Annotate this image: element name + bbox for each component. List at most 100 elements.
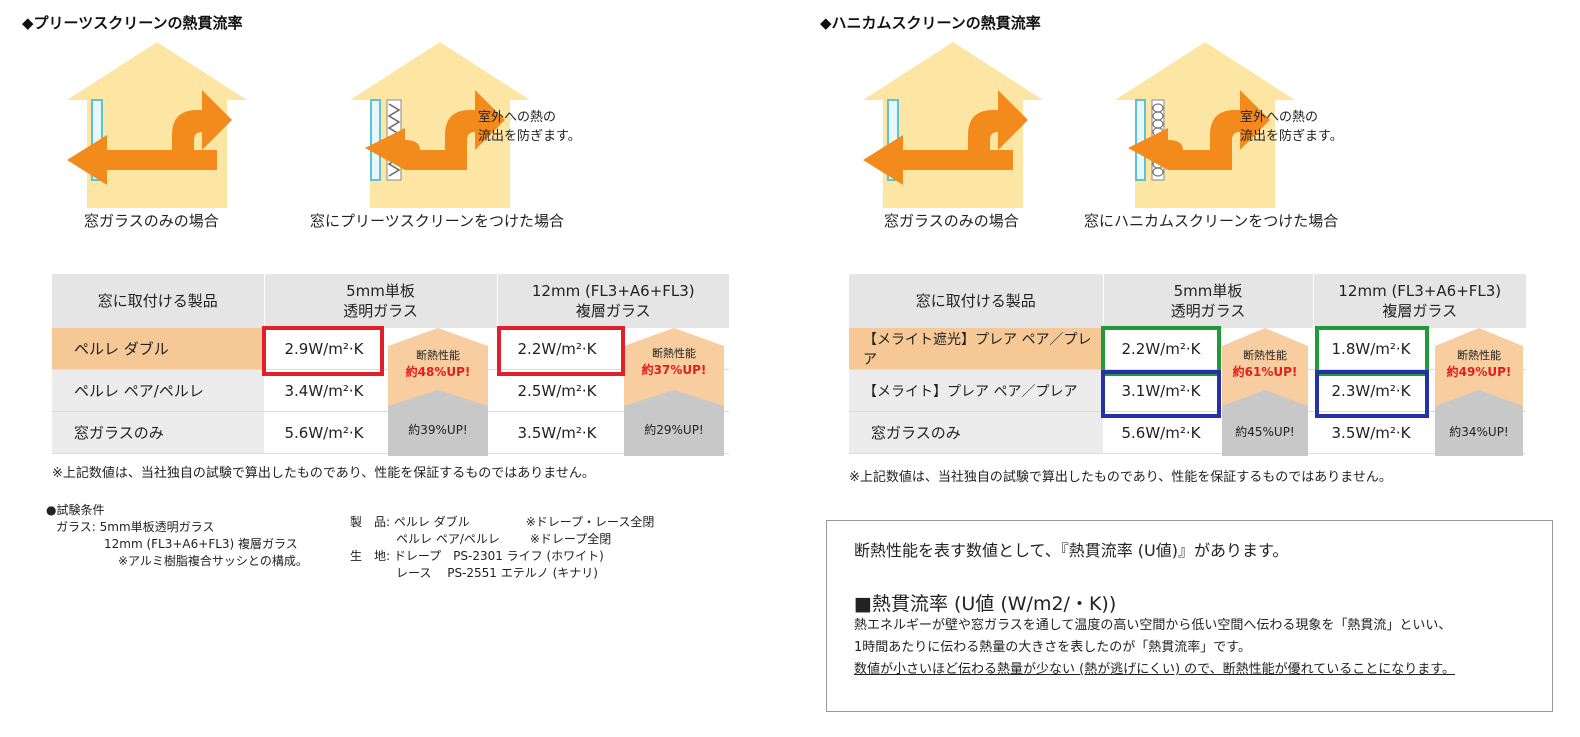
red-highlight-box xyxy=(497,326,625,376)
badge-percent: 約61%UP! xyxy=(1232,365,1298,379)
u-value-cell: 2.5W/m²·K xyxy=(497,369,618,412)
u-value-cell: 5.6W/m²·K xyxy=(1103,411,1219,454)
right-badge1-bottom: 約45%UP! xyxy=(1235,425,1295,439)
left-badge2-bottom: 約29%UP! xyxy=(644,423,704,437)
left-badge1-bottom: 約39%UP! xyxy=(408,423,468,437)
col-header-12mm: 12mm (FL3+A6+FL3) 複層ガラス xyxy=(496,274,730,328)
house-window-only-illustration xyxy=(67,42,247,208)
u-value-cell: 5.6W/m²·K xyxy=(264,411,384,454)
table-row: ペルレ ダブル 2.9W/m²·K 2.2W/m²·K xyxy=(52,328,730,370)
right-badge2-text: 断熱性能 約49%UP! xyxy=(1432,348,1526,380)
u-value-cell: 3.5W/m²·K xyxy=(497,411,618,454)
row-label: 【メライト】プレア ペア／プレア xyxy=(849,369,1103,412)
left-heat-note-line1: 室外への熱の xyxy=(478,110,557,125)
badge-label: 断熱性能 xyxy=(652,347,696,360)
left-caption-window-only: 窓ガラスのみの場合 xyxy=(84,212,219,230)
left-caption-pleated: 窓にプリーツスクリーンをつけた場合 xyxy=(310,212,564,230)
right-heat-note-line2: 流出を防ぎます。 xyxy=(1240,129,1343,144)
u-value-info-box: 断熱性能を表す数値として、『熱貫流率 (U値)』があります。 ■熱貫流率 (U値… xyxy=(826,520,1553,712)
row-label: ペルレ ペア/ペルレ xyxy=(52,369,264,412)
right-heat-note: 室外への熱の 流出を防ぎます。 xyxy=(1240,108,1343,146)
badge-label: 断熱性能 xyxy=(1243,349,1287,362)
col-header-12mm: 12mm (FL3+A6+FL3) 複層ガラス xyxy=(1312,274,1527,328)
house-honeycomb-screen-illustration xyxy=(1115,42,1295,208)
badge-label: 断熱性能 xyxy=(416,349,460,362)
info-body: 熱エネルギーが壁や窓ガラスを通して温度の高い空間から低い空間へ伝わる現象を「熱貫… xyxy=(854,615,1455,681)
u-value-cell: 2.2W/m²·K xyxy=(1103,328,1219,370)
col-header-12mm-l2: 複層ガラス xyxy=(575,302,651,320)
green-highlight-box xyxy=(1101,326,1221,376)
info-body-line3: 数値が小さいほど伝わる熱量が少ない (熱が逃げにくい) ので、断熱性能が優れてい… xyxy=(854,662,1455,677)
col-header-12mm-l1: 12mm (FL3+A6+FL3) xyxy=(531,282,695,300)
conditions-prod1: 製 品: ペルレ ダブル xyxy=(350,515,470,529)
col-header-product: 窓に取付ける製品 xyxy=(52,274,264,328)
conditions-glass1: ガラス: 5mm単板透明ガラス xyxy=(56,520,215,534)
left-badge1-shape xyxy=(388,328,488,456)
col-header-12mm-l2: 複層ガラス xyxy=(1382,302,1458,320)
right-disclaimer: ※上記数値は、当社独自の試験で算出したものであり、性能を保証するものではありませ… xyxy=(849,470,1392,485)
u-value-cell: 3.1W/m²·K xyxy=(1103,369,1219,412)
col-header-5mm: 5mm単板透明ガラス xyxy=(1102,274,1314,328)
col-header-12mm-l1: 12mm (FL3+A6+FL3) xyxy=(1338,282,1502,300)
u-value-cell: 3.4W/m²·K xyxy=(264,369,384,412)
left-badge2-text: 断熱性能 約37%UP! xyxy=(621,346,727,378)
col-header-5mm-l1: 5mm単板 xyxy=(1173,282,1243,300)
row-label: 窓ガラスのみ xyxy=(52,411,264,454)
left-u-value-table: 窓に取付ける製品 5mm単板透明ガラス 12mm (FL3+A6+FL3) 複層ガ… xyxy=(52,274,730,454)
col-header-product: 窓に取付ける製品 xyxy=(849,274,1103,328)
info-body-line2: 1時間あたりに伝わる熱量の大きさを表したのが「熱貫流率」です。 xyxy=(854,640,1251,655)
conditions-glass3: ※アルミ樹脂複合サッシとの構成。 xyxy=(118,554,308,568)
table-row: 窓ガラスのみ 5.6W/m²·K 3.5W/m²·K xyxy=(52,411,730,454)
conditions-heading: ●試験条件 xyxy=(46,503,105,517)
right-badge1-text: 断熱性能 約61%UP! xyxy=(1219,348,1311,380)
right-u-value-table: 窓に取付ける製品 5mm単板透明ガラス 12mm (FL3+A6+FL3) 複層ガ… xyxy=(849,274,1527,454)
badge-percent: 約48%UP! xyxy=(405,365,471,379)
conditions-glass2: 12mm (FL3+A6+FL3) 複層ガラス xyxy=(104,537,298,551)
test-conditions: ●試験条件 ガラス: 5mm単板透明ガラス 12mm (FL3+A6+FL3) … xyxy=(46,502,308,570)
right-section-title: ◆ハニカムスクリーンの熱貫流率 xyxy=(820,14,1041,32)
house-pleated-screen-illustration xyxy=(350,42,530,208)
badge-label: 断熱性能 xyxy=(1457,349,1501,362)
left-heat-note-line2: 流出を防ぎます。 xyxy=(478,129,581,144)
row-label: ペルレ ダブル xyxy=(52,328,264,370)
badge-percent: 約37%UP! xyxy=(641,363,707,377)
row-label: 窓ガラスのみ xyxy=(849,411,1103,454)
blue-highlight-box xyxy=(1315,370,1429,418)
col-header-5mm-l1: 5mm単板 xyxy=(346,282,415,300)
conditions-prod2: ペルレ ペア/ペルレ xyxy=(396,532,500,546)
left-disclaimer: ※上記数値は、当社独自の試験で算出したものであり、性能を保証するものではありませ… xyxy=(52,466,595,481)
left-heat-note: 室外への熱の 流出を防ぎます。 xyxy=(478,108,581,146)
house-window-only-illustration-right xyxy=(863,42,1043,208)
right-heat-note-line1: 室外への熱の xyxy=(1240,110,1319,125)
col-header-5mm-l2: 透明ガラス xyxy=(1170,302,1246,320)
right-caption-window-only: 窓ガラスのみの場合 xyxy=(884,212,1019,230)
col-header-5mm: 5mm単板透明ガラス xyxy=(263,274,498,328)
red-highlight-box xyxy=(262,326,384,376)
right-badge2-bottom: 約34%UP! xyxy=(1449,425,1509,439)
left-section-title: ◆プリーツスクリーンの熱貫流率 xyxy=(22,14,243,32)
blue-highlight-box xyxy=(1101,370,1221,418)
col-header-5mm-l2: 透明ガラス xyxy=(343,302,418,320)
test-conditions-products: 製 品: ペルレ ダブル ※ドレープ・レース全閉 ペルレ ペア/ペルレ ※ドレープ全… xyxy=(350,514,654,582)
left-badge2-shape xyxy=(624,328,724,456)
conditions-fabric2: レース PS-2551 エテルノ (キナリ) xyxy=(396,566,598,580)
green-highlight-box xyxy=(1315,326,1429,376)
conditions-prod2-note: ※ドレープ全閉 xyxy=(529,532,612,546)
info-intro: 断熱性能を表す数値として、『熱貫流率 (U値)』があります。 xyxy=(854,541,1289,560)
right-caption-honeycomb: 窓にハニカムスクリーンをつけた場合 xyxy=(1084,212,1339,230)
conditions-prod1-note: ※ドレープ・レース全閉 xyxy=(525,515,655,529)
u-value-cell: 2.3W/m²·K xyxy=(1313,369,1430,412)
u-value-cell: 2.9W/m²·K xyxy=(264,328,384,370)
info-heading: ■熱貫流率 (U値 (W/m2/・K)) xyxy=(854,593,1117,615)
left-badge1-text: 断熱性能 約48%UP! xyxy=(385,348,491,380)
table-row: 【メライト遮光】プレア ペア／プレア 2.2W/m²·K 1.8W/m²·K xyxy=(849,328,1527,370)
conditions-fabric1: 生 地: ドレープ PS-2301 ライフ (ホワイト) xyxy=(350,549,604,563)
u-value-cell: 2.2W/m²·K xyxy=(497,328,618,370)
badge-percent: 約49%UP! xyxy=(1446,365,1512,379)
row-label: 【メライト遮光】プレア ペア／プレア xyxy=(849,328,1103,370)
right-badge2-shape xyxy=(1435,328,1523,456)
right-badge1-shape xyxy=(1222,328,1308,456)
u-value-cell: 3.5W/m²·K xyxy=(1313,411,1430,454)
info-body-line1: 熱エネルギーが壁や窓ガラスを通して温度の高い空間から低い空間へ伝わる現象を「熱貫… xyxy=(854,618,1452,633)
u-value-cell: 1.8W/m²·K xyxy=(1313,328,1430,370)
